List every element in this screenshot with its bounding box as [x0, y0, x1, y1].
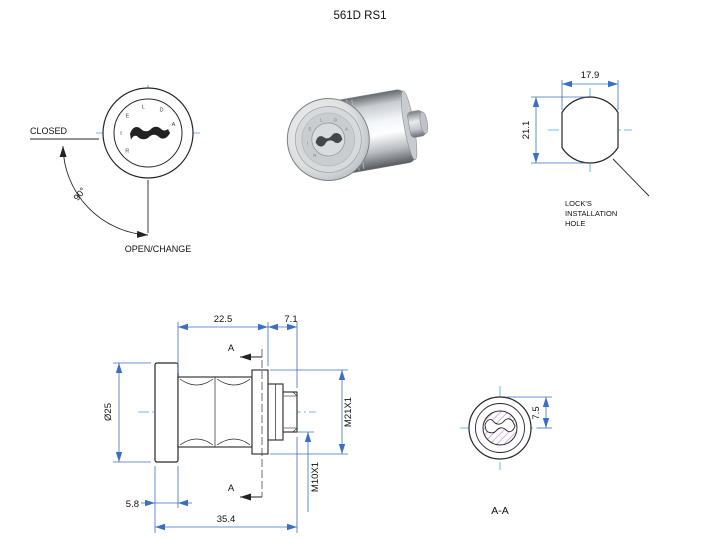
brand-letter: D: [160, 108, 164, 114]
keyway-shape: [130, 126, 170, 140]
key-offset-dim: 7.5: [531, 406, 542, 419]
section-marker-top: A: [228, 343, 235, 354]
brand-letter: E: [308, 126, 312, 131]
front-view: R I E L D A CLOSED 90° OPEN/CHANGE: [30, 85, 200, 254]
brand-letter: D: [333, 117, 338, 123]
rotation-arc: [59, 145, 149, 238]
brand-letter: R: [125, 148, 129, 154]
thread-chamfer: [292, 391, 298, 397]
installation-hole-view: 17.9 21.1 LOCK'S INSTALLATION HOLE: [521, 70, 650, 228]
hole-note-line1: LOCK'S: [565, 199, 592, 208]
photo-view: R I E L D A: [286, 89, 429, 181]
total-length-dim: 35.4: [217, 514, 236, 525]
flange: [154, 362, 179, 463]
installation-hole-outline: [561, 96, 619, 164]
section-label: A-A: [491, 505, 509, 517]
section-keyway-shape: [484, 418, 516, 434]
brand-letter: E: [125, 114, 129, 120]
brand-letter: I: [120, 131, 122, 137]
note-leader-line: [612, 158, 650, 197]
brand-letter: I: [307, 141, 309, 146]
brand-letter: A: [172, 122, 176, 128]
hole-note-line3: HOLE: [565, 219, 585, 228]
flange-thickness-dim: 5.8: [126, 499, 139, 510]
closed-label: CLOSED: [30, 126, 68, 136]
rear-length-dim: 7.1: [284, 314, 297, 325]
flange-diameter-dim: Ø25: [103, 403, 114, 421]
section-view: 7.5 A-A: [460, 386, 552, 517]
section-inner-circle: [475, 403, 525, 453]
brand-letter: L: [320, 117, 324, 122]
brand-letter: R: [313, 153, 318, 159]
hole-height-dim: 21.1: [521, 121, 532, 140]
lock-face-inner-circle: [113, 98, 183, 168]
body-length-dim: 22.5: [214, 314, 233, 325]
hole-note-line2: INSTALLATION: [565, 209, 617, 218]
main-thread-dim: M21X1: [343, 397, 354, 427]
open-change-label: OPEN/CHANGE: [125, 244, 192, 254]
rear-stub-tip: [419, 111, 429, 134]
hole-width-dim: 17.9: [581, 70, 600, 81]
hex-chamfer-curve: [179, 378, 214, 386]
hex-chamfer-curve: [216, 438, 251, 446]
hex-chamfer-curve: [179, 438, 214, 446]
thread-chamfer: [292, 427, 298, 433]
keyway-shape-render: [315, 133, 343, 147]
rear-thread-dim: M10X1: [310, 462, 321, 492]
rear-thread-stub: [282, 391, 298, 433]
brand-letter: L: [142, 104, 145, 110]
brand-letter: A: [345, 126, 349, 131]
hex-chamfer-curve: [216, 378, 251, 386]
section-marker-bottom: A: [228, 483, 235, 494]
side-view: A A 22.5 7.1 Ø25 5.8 35.4 M21X1 M10X1: [103, 314, 354, 533]
thread-disc-m21: [251, 369, 269, 455]
page-title: 561D RS1: [333, 10, 386, 22]
